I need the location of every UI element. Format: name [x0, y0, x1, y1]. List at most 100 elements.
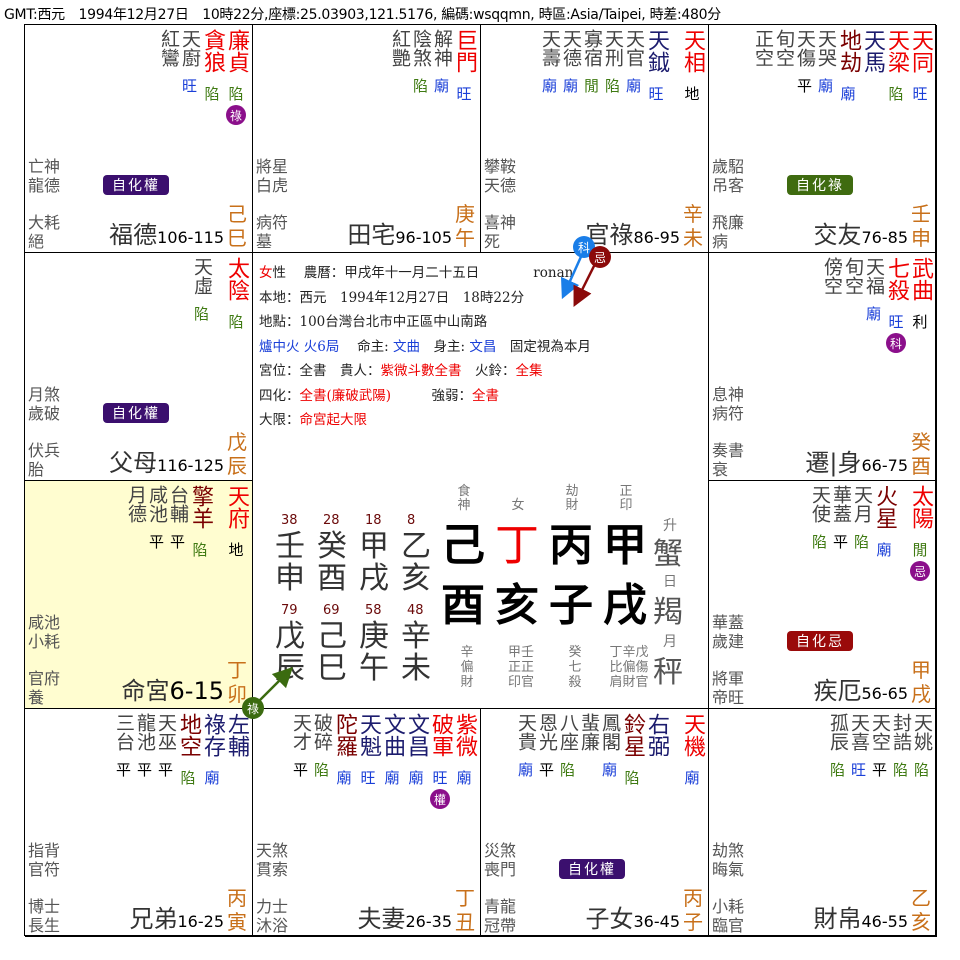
- palace-title: 福德: [109, 221, 158, 249]
- dayun-stem: 辛: [401, 619, 431, 654]
- dayun-stem: 戊: [275, 619, 305, 654]
- palace-ganzhi: 丁卯: [226, 658, 248, 706]
- star-name: 廉貞: [224, 29, 249, 73]
- star: 天壽廟: [539, 29, 561, 101]
- dayun-branch: 酉: [317, 561, 347, 596]
- palace-gods-lower: 奏書衰: [712, 441, 745, 479]
- palace-gods-upper: 災煞喪門: [484, 841, 517, 879]
- palace-age-range: 86-95: [633, 228, 681, 247]
- info-line: 女性 農曆：甲戌年十一月二十五日 ronan: [259, 261, 591, 286]
- zihua-badge: 自化權: [103, 175, 169, 195]
- dayun-branch: 亥: [401, 561, 431, 596]
- star-brightness: 閒: [912, 541, 928, 559]
- star-name: 傍空: [821, 257, 843, 295]
- star-name: 孤辰: [827, 713, 849, 751]
- palace-name: 命宮6-15: [122, 671, 224, 706]
- zihua-badge: 自化權: [103, 403, 169, 423]
- palace-age-range: 106-115: [157, 228, 224, 247]
- palace-stem: 庚: [455, 202, 475, 226]
- palace-ganzhi: 辛未: [682, 202, 704, 250]
- star-brightness: 廟: [876, 541, 892, 559]
- star-name: 天空: [869, 713, 891, 751]
- star-list: 太陰陷天虛陷: [191, 257, 249, 331]
- star-list: 太陽閒忌火星廟天月陷華蓋平天使陷: [809, 485, 933, 581]
- palace-ganzhi: 丁丑: [454, 886, 476, 934]
- palace-name: 疾厄56-65: [814, 671, 909, 706]
- star: 文昌廟: [404, 713, 429, 809]
- star-brightness: 旺: [648, 85, 664, 103]
- palace-age-range: 36-45: [633, 912, 681, 931]
- star-name: 天德: [560, 29, 582, 67]
- star-name: 三台: [113, 713, 135, 751]
- star-brightness: 旺: [360, 769, 376, 787]
- info-line: 爐中火 火6局 命主: 文曲 身主: 文昌 固定視為本月: [259, 335, 591, 360]
- palace-gods-upper: 息神病符: [712, 385, 745, 423]
- palace-title: 遷|身: [805, 449, 862, 477]
- bazi-stem: 己: [441, 520, 485, 571]
- star-brightness: 廟: [817, 77, 833, 95]
- star-brightness: 陷: [811, 533, 827, 551]
- star-name: 天巫: [155, 713, 177, 751]
- star: 文曲廟: [380, 713, 405, 809]
- star: 天巫平: [155, 713, 177, 785]
- palace-gods-lower: 力士沐浴: [256, 897, 289, 935]
- dayun-age: 79: [281, 603, 298, 618]
- star-brightness: 平: [157, 761, 173, 779]
- star-name: 天虛: [191, 257, 213, 295]
- star: 天哭廟: [815, 29, 837, 101]
- star-brightness: 陷: [604, 77, 620, 95]
- palace-fuqi[interactable]: 紫微廟破軍旺權文昌廟文曲廟天魁旺陀羅廟破碎陷天才平天煞貫索力士沐浴夫妻26-35…: [253, 709, 481, 937]
- palace-stem: 丙: [683, 886, 703, 910]
- star-list: 紫微廟破軍旺權文昌廟文曲廟天魁旺陀羅廟破碎陷天才平: [290, 713, 477, 809]
- star: 天機廟: [680, 713, 705, 787]
- star-name: 貪狼: [200, 29, 225, 73]
- star: 孤辰陷: [827, 713, 849, 779]
- star-list: 左輔祿存廟地空陷天巫平龍池平三台平: [113, 713, 249, 787]
- star-name: 正空: [752, 29, 774, 67]
- info-segment: 全書: [472, 387, 500, 404]
- star-name: 月德: [125, 485, 147, 523]
- star: 天空平: [869, 713, 891, 779]
- star: 咸池平: [146, 485, 168, 557]
- star-name: 旬空: [773, 29, 795, 67]
- palace-ganzhi: 癸酉: [910, 430, 932, 478]
- dayun-age: 28: [323, 513, 340, 528]
- star-brightness: 陷: [892, 761, 908, 779]
- lu-marker-icon: 祿: [242, 697, 264, 719]
- dayun-branch: 戌: [359, 561, 389, 596]
- star-name: 台輔: [167, 485, 189, 523]
- star: 月德: [125, 485, 147, 557]
- info-segment: 爐中火 火6局: [259, 338, 340, 355]
- star: 台輔平: [167, 485, 189, 557]
- palace-title: 父母: [109, 449, 158, 477]
- palace-branch: 卯: [227, 682, 247, 706]
- star-name: 龍池: [134, 713, 156, 751]
- star: 解神廟: [431, 29, 453, 101]
- star-brightness: 平: [115, 761, 131, 779]
- info-line: 本地：西元 1994年12月27日 18時22分: [259, 286, 591, 311]
- sihua-badge-icon: 祿: [226, 105, 246, 125]
- star: 封誥陷: [890, 713, 912, 779]
- palace-zinv[interactable]: 天機廟右弼鈴星陷鳳閣廟蜚廉八座陷恩光平天貴廟災煞喪門青龍冠帶自化權子女36-45…: [481, 709, 709, 937]
- star-brightness: 平: [538, 761, 554, 779]
- star-name: 華蓋: [830, 485, 852, 523]
- star-brightness: 廟: [456, 769, 472, 787]
- star-list: 廉貞陷祿貪狼陷天廚旺紅鸞: [158, 29, 249, 125]
- dayun-age: 8: [407, 513, 416, 528]
- star: 龍池平: [134, 713, 156, 785]
- palace-name: 交友76-85: [814, 215, 909, 250]
- star: 天梁陷: [884, 29, 909, 103]
- info-segment: 身主:: [420, 338, 470, 355]
- ten-god-top: 食神: [457, 484, 471, 513]
- star-name: 天傷: [794, 29, 816, 67]
